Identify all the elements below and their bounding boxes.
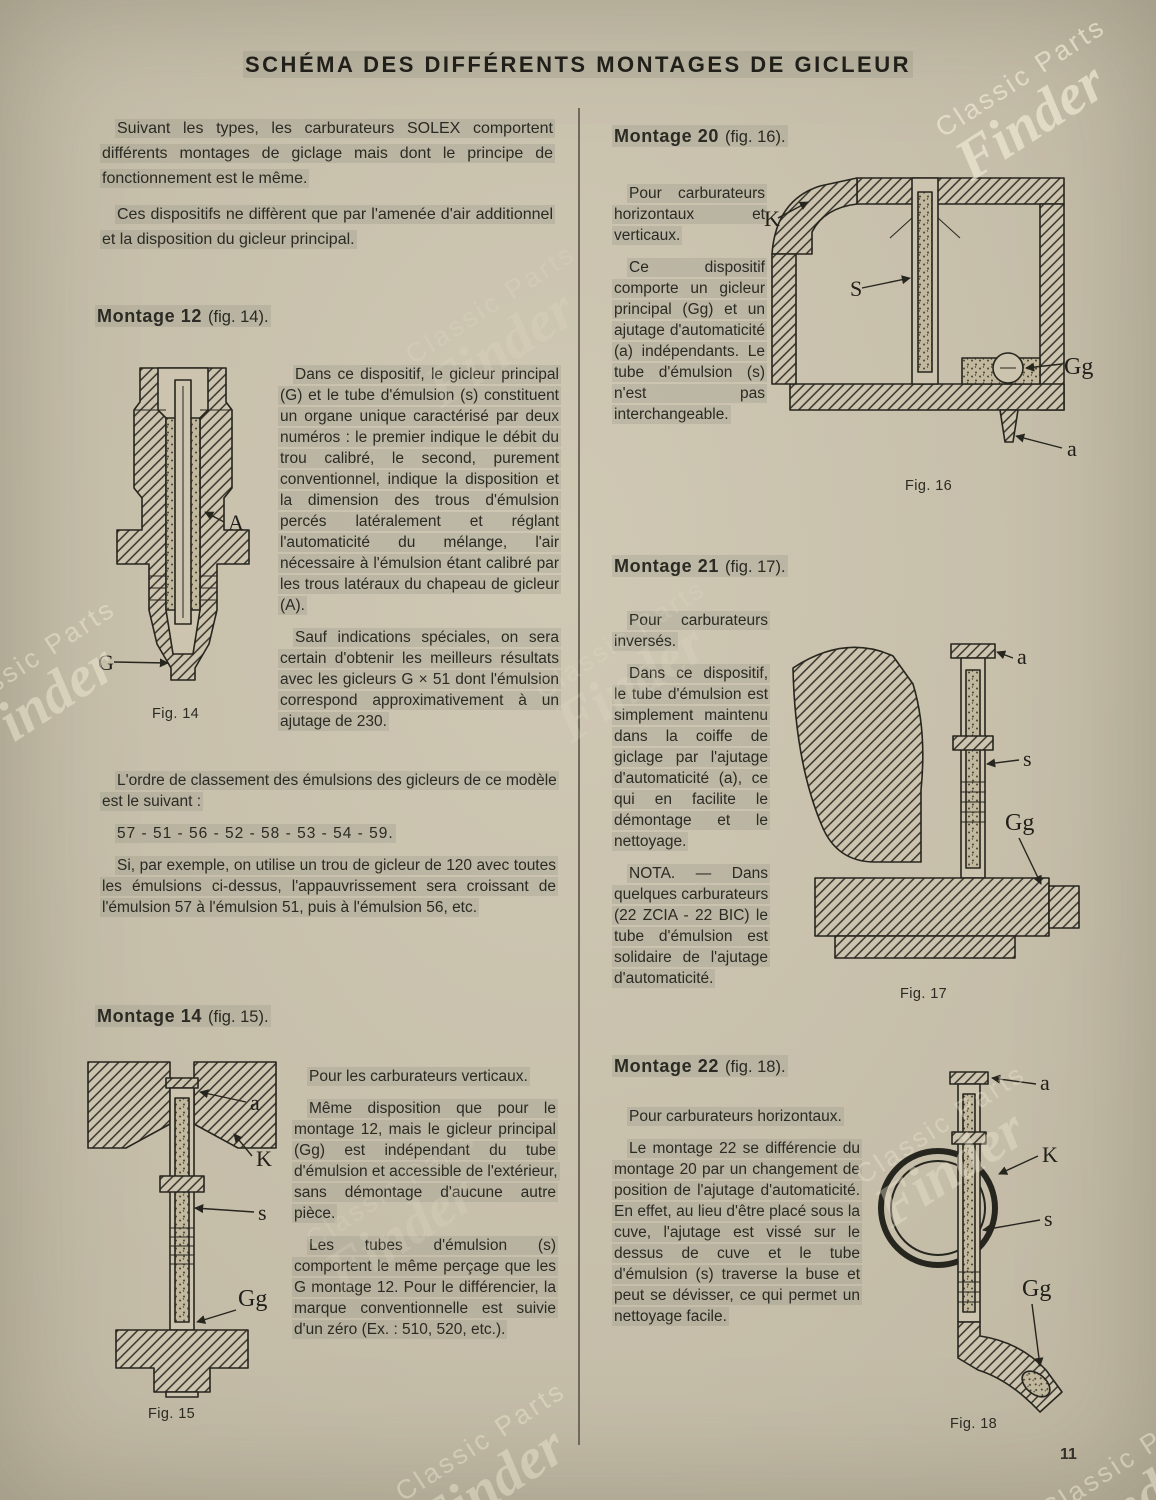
fig15-label-K: K — [256, 1146, 272, 1171]
fig16-label-K: K — [764, 206, 780, 231]
montage20-title: Montage 20 — [614, 126, 720, 146]
montage21-title: Montage 21 — [614, 556, 720, 576]
paragraph: Si, par exemple, on utilise un trou de g… — [100, 855, 558, 918]
paragraph: Pour carburateurs horizontaux et vertica… — [612, 183, 767, 246]
page-number: 11 — [1060, 1446, 1077, 1463]
montage20-paragraph-2: Ce dispositif comporte un gicleur princi… — [612, 258, 767, 424]
paragraph: Ce dispositif comporte un gicleur princi… — [612, 257, 767, 425]
montage21-text: Pour carburateurs inversés. Dans ce disp… — [612, 610, 771, 1000]
montage14-heading: Montage 14 (fig. 15). — [95, 1005, 271, 1027]
montage14-figref: (fig. 15). — [208, 1008, 269, 1026]
montage12-text-lower: L'ordre de classement des émulsions des … — [100, 770, 559, 929]
page-title: SCHÉMA DES DIFFÉRENTS MONTAGES DE GICLEU… — [0, 51, 1156, 78]
montage22-paragraph-2: Le montage 22 se différencie du montage … — [612, 1139, 862, 1326]
fig14-drawing: A G — [98, 367, 250, 681]
montage22-text: Pour carburateurs horizontaux. Le montag… — [612, 1106, 862, 1338]
fig17-label-Gg: Gg — [1005, 810, 1034, 836]
fig16-caption: Fig. 16 — [905, 478, 953, 494]
montage12-heading: Montage 12 (fig. 14). — [95, 305, 271, 327]
montage22-figref: (fig. 18). — [725, 1058, 786, 1076]
fig16-label-a: a — [1067, 436, 1077, 461]
montage12-paragraph-3: L'ordre de classement des émulsions des … — [100, 771, 559, 811]
montage14-title: Montage 14 — [97, 1006, 203, 1026]
fig17-caption: Fig. 17 — [900, 986, 948, 1002]
fig14-label-A: A — [228, 510, 244, 535]
fig17-label-a: a — [1017, 644, 1027, 669]
montage14-paragraph-1: Pour les carburateurs verticaux. — [307, 1067, 530, 1086]
montage20-heading: Montage 20 (fig. 16). — [612, 125, 788, 147]
montage20-paragraph-1: Pour carburateurs horizontaux et vertica… — [612, 184, 767, 245]
montage12-figref: (fig. 14). — [208, 308, 269, 326]
montage14-paragraph-2: Même disposition que pour le montage 12,… — [292, 1099, 560, 1223]
montage21-heading: Montage 21 (fig. 17). — [612, 555, 788, 577]
intro-block: Suivant les types, les carburateurs SOLE… — [100, 116, 555, 263]
paragraph: Ces dispositifs ne diffèrent que par l'a… — [100, 202, 555, 252]
paragraph: 57 - 51 - 56 - 52 - 58 - 53 - 54 - 59. — [100, 823, 558, 844]
montage14-text: Pour les carburateurs verticaux. Même di… — [292, 1066, 560, 1351]
fig18-drawing: a K s Gg — [878, 1070, 1063, 1413]
paragraph: L'ordre de classement des émulsions des … — [100, 770, 559, 812]
intro-paragraph-1: Suivant les types, les carburateurs SOLE… — [100, 119, 555, 188]
montage21-paragraph-2: Dans ce dispositif, le tube d'émulsion e… — [612, 664, 770, 851]
fig17-label-s: s — [1023, 746, 1032, 771]
watermark-line1: Classic Parts — [390, 1374, 572, 1500]
montage21-paragraph-1: Pour carburateurs inversés. — [612, 611, 770, 651]
fig18-label-s: s — [1044, 1206, 1053, 1231]
paragraph: Dans ce dispositif, le gicleur principal… — [278, 364, 561, 616]
montage21-figref: (fig. 17). — [725, 558, 786, 576]
montage12-paragraph-5: Si, par exemple, on utilise un trou de g… — [100, 856, 558, 917]
montage21-nota: NOTA. — Dans quelques carburateurs (22 Z… — [612, 864, 771, 988]
montage12-text: Dans ce dispositif, le gicleur principal… — [278, 364, 561, 743]
fig15-label-s: s — [258, 1200, 267, 1225]
watermark-line2: Finder — [403, 1412, 577, 1500]
column-divider — [578, 108, 580, 1445]
paragraph: NOTA. — Dans quelques carburateurs (22 Z… — [612, 863, 771, 989]
fig16-drawing: K S Gg a — [764, 177, 1093, 461]
fig18-label-K: K — [1042, 1142, 1058, 1167]
page-title-text: SCHÉMA DES DIFFÉRENTS MONTAGES DE GICLEU… — [243, 51, 913, 78]
fig15-caption: Fig. 15 — [148, 1406, 196, 1422]
fig18-label-a: a — [1040, 1070, 1050, 1095]
fig15-drawing: a K s Gg — [87, 1061, 277, 1398]
fig14-caption: Fig. 14 — [152, 706, 200, 722]
montage22-paragraph-1: Pour carburateurs horizontaux. — [627, 1107, 844, 1126]
paragraph: Dans ce dispositif, le tube d'émulsion e… — [612, 663, 770, 852]
montage12-title: Montage 12 — [97, 306, 203, 326]
fig15-label-a: a — [250, 1090, 260, 1115]
montage12-paragraph-2: Sauf indications spéciales, on sera cert… — [278, 628, 561, 731]
montage20-figref: (fig. 16). — [725, 128, 786, 146]
paragraph: Pour carburateurs horizontaux. — [612, 1106, 862, 1127]
montage12-emulsion-order: 57 - 51 - 56 - 52 - 58 - 53 - 54 - 59. — [115, 824, 396, 843]
intro-paragraph-2: Ces dispositifs ne diffèrent que par l'a… — [100, 205, 555, 249]
paragraph: Le montage 22 se différencie du montage … — [612, 1138, 862, 1327]
paragraph: Les tubes d'émulsion (s) comportent le m… — [292, 1235, 558, 1340]
fig15-label-Gg: Gg — [238, 1286, 267, 1312]
montage22-heading: Montage 22 (fig. 18). — [612, 1055, 788, 1077]
fig16-label-S: S — [850, 276, 862, 301]
paragraph: Sauf indications spéciales, on sera cert… — [278, 627, 561, 732]
fig18-caption: Fig. 18 — [950, 1416, 998, 1432]
fig18-label-Gg: Gg — [1022, 1276, 1051, 1302]
montage12-paragraph-1: Dans ce dispositif, le gicleur principal… — [278, 365, 561, 615]
montage22-title: Montage 22 — [614, 1056, 720, 1076]
paragraph: Même disposition que pour le montage 12,… — [292, 1098, 560, 1224]
paragraph: Suivant les types, les carburateurs SOLE… — [100, 116, 555, 191]
montage14-paragraph-3: Les tubes d'émulsion (s) comportent le m… — [292, 1236, 558, 1339]
paragraph: Pour les carburateurs verticaux. — [292, 1066, 558, 1087]
montage20-text: Pour carburateurs horizontaux et vertica… — [612, 183, 767, 436]
fig14-label-G: G — [98, 650, 114, 675]
paragraph: Pour carburateurs inversés. — [612, 610, 770, 652]
fig17-drawing: a s Gg — [792, 643, 1080, 959]
watermark: Classic Parts Finder — [390, 1375, 600, 1500]
fig16-label-Gg: Gg — [1064, 354, 1093, 380]
